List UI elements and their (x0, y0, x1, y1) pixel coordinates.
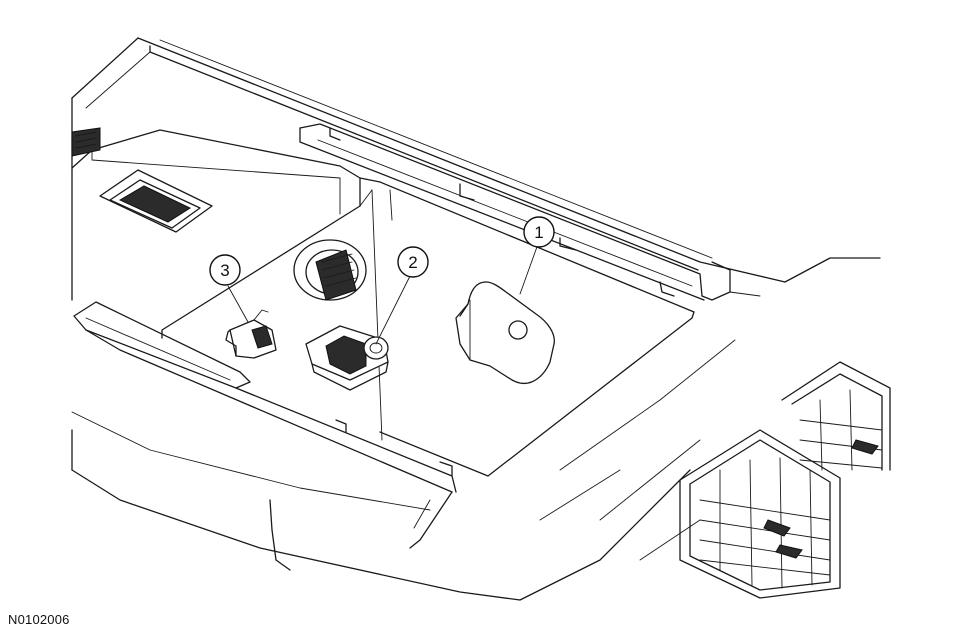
left-console-module (71, 127, 361, 339)
console-outer-shell (71, 37, 881, 601)
round-socket (293, 239, 367, 301)
figure-id-label: N0102006 (8, 612, 70, 627)
console-opening (359, 177, 695, 477)
upper-rail (299, 123, 761, 301)
callout-1: 1 (523, 216, 555, 248)
callout-3: 3 (209, 254, 241, 286)
callout-1-label: 1 (534, 223, 543, 242)
callout-2-label: 2 (408, 253, 417, 272)
lower-trim-strip (73, 301, 457, 571)
part-3-clip (225, 309, 277, 359)
part-2-connector (305, 325, 389, 391)
leader-lines (227, 243, 539, 345)
callout-2: 2 (397, 246, 429, 278)
air-vents (679, 361, 891, 599)
part-1-pad (455, 281, 555, 385)
callout-3-label: 3 (220, 261, 229, 280)
